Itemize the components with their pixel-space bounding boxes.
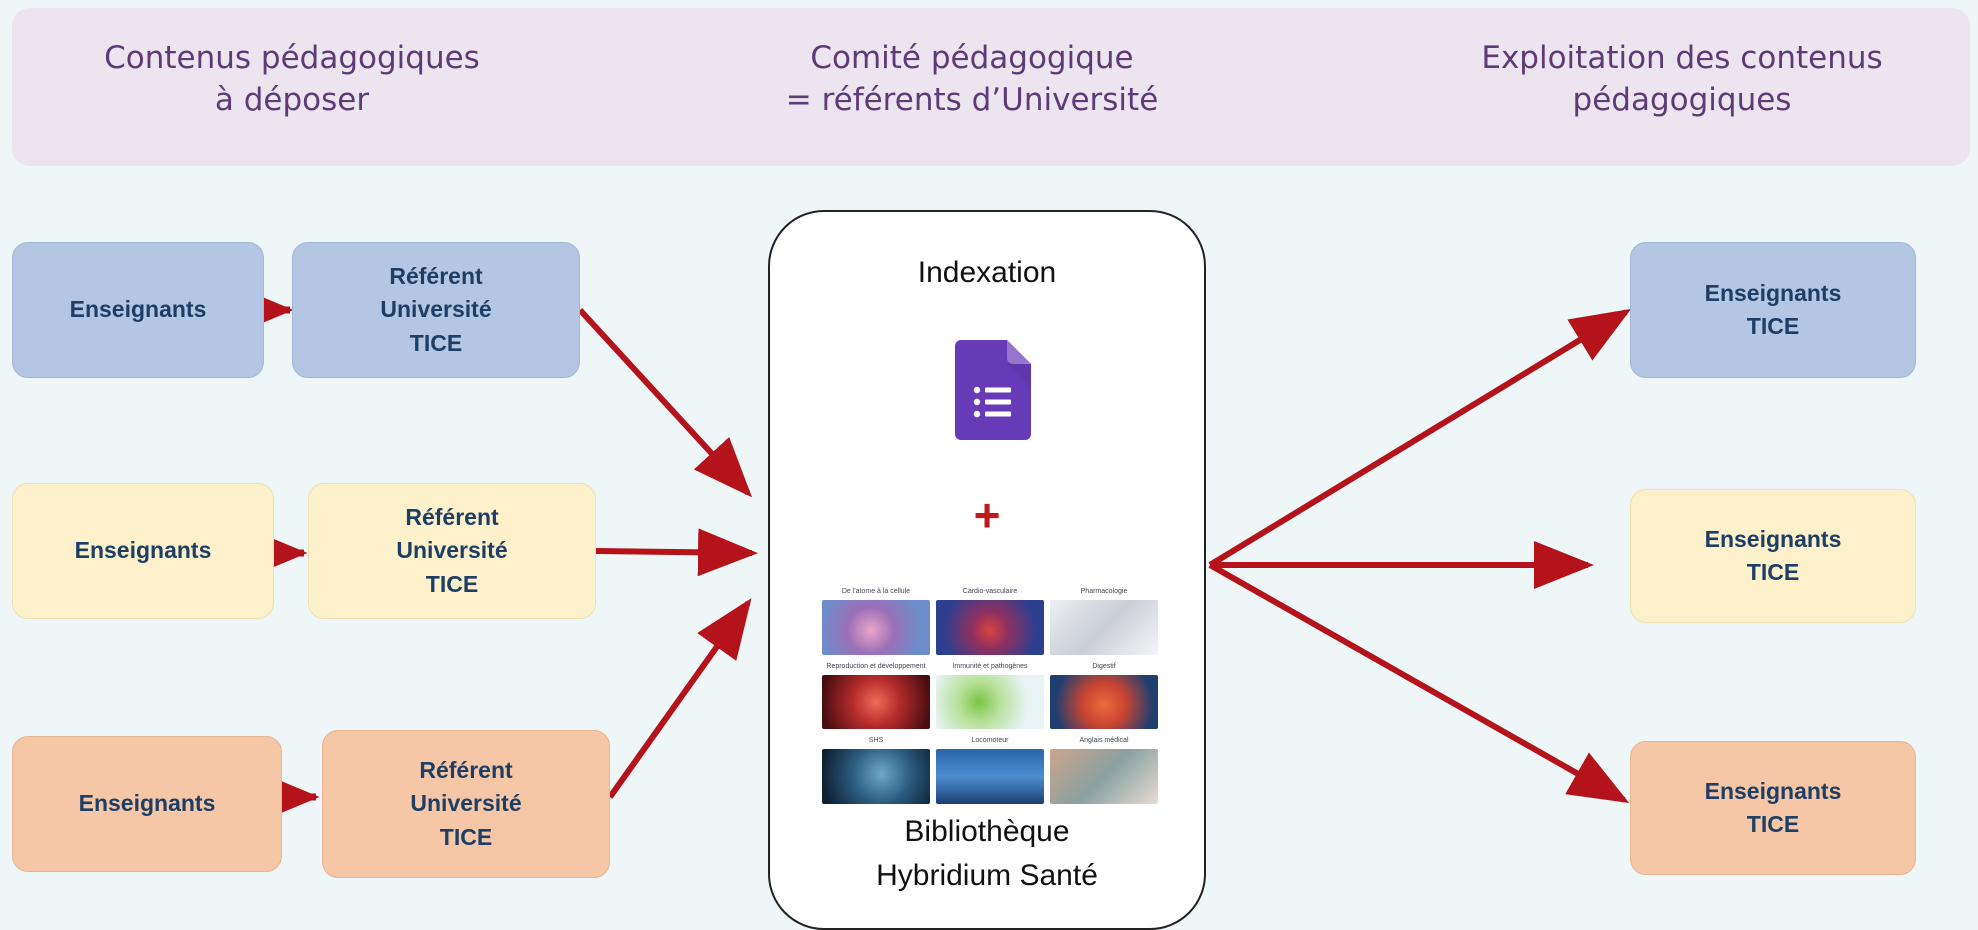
library-tile: Cardio-vasculaire: [936, 584, 1044, 655]
library-tile: Anglais médical: [1050, 733, 1158, 804]
header-deposit-title: Contenus pédagogiques à déposer: [104, 40, 480, 118]
library-tile-image: [822, 674, 930, 730]
arrow-center-to-right3: [1208, 562, 1630, 803]
library-tile-title: SHS: [868, 737, 884, 745]
header-band: Contenus pédagogiques à déposer Comité p…: [12, 8, 1970, 166]
library-tile: De l'atome à la cellule: [822, 584, 930, 655]
enseignants-tice-box-3: Enseignants TICE: [1630, 741, 1916, 875]
library-tile: Reproduction et développement: [822, 659, 930, 730]
indexation-panel: Indexation + De l'atome à la cellule Car…: [768, 210, 1206, 930]
library-tile-title: Pharmacologie: [1080, 588, 1128, 595]
library-tile-image: [1050, 674, 1158, 730]
library-tile-image: [822, 600, 930, 655]
arrow-referent1-to-center: [577, 307, 753, 498]
arrow-referent2-to-center: [595, 528, 758, 577]
arrow-referent3-to-center: [607, 598, 752, 799]
library-tile-title: Digestif: [1092, 662, 1116, 670]
library-tile-image: [936, 600, 1044, 655]
library-name: Bibliothèque Hybridium Santé: [876, 815, 1098, 892]
referent-box-1: Référent Université TICE: [292, 242, 580, 378]
library-tile: Digestif: [1050, 659, 1158, 730]
library-tile-title: De l'atome à la cellule: [841, 588, 911, 595]
library-tile: SHS: [822, 733, 930, 804]
library-tile-image: [936, 674, 1044, 730]
library-tile-title: Anglais médical: [1079, 737, 1129, 745]
library-tile-image: [936, 749, 1044, 804]
header-exploitation-title: Exploitation des contenus pédagogiques: [1481, 40, 1883, 118]
library-tile: Immunité et pathogènes: [936, 659, 1044, 730]
header-committee-title: Comité pédagogique = référents d’Univers…: [785, 40, 1159, 118]
enseignants-box-1: Enseignants: [12, 242, 264, 378]
google-forms-icon: [955, 340, 1031, 440]
enseignants-tice-box-2: Enseignants TICE: [1630, 489, 1916, 623]
library-tile-title: Locomoteur: [971, 737, 1009, 745]
enseignants-box-3: Enseignants: [12, 736, 282, 872]
plus-sign: +: [973, 489, 1001, 541]
indexation-title: Indexation: [917, 256, 1057, 289]
library-tile-title: Cardio-vasculaire: [962, 588, 1018, 595]
library-tile-title: Reproduction et développement: [826, 662, 926, 670]
library-tile-image: [822, 749, 930, 804]
library-tile-title: Immunité et pathogènes: [952, 662, 1028, 670]
referent-box-2: Référent Université TICE: [308, 483, 596, 619]
enseignants-tice-box-1: Enseignants TICE: [1630, 242, 1916, 378]
library-tile: Pharmacologie: [1050, 584, 1158, 655]
library-tile-image: [1050, 600, 1158, 655]
library-tile: Locomoteur: [936, 733, 1044, 804]
enseignants-box-2: Enseignants: [12, 483, 274, 619]
arrow-center-to-right1: [1208, 308, 1632, 568]
library-tile-image: [1050, 749, 1158, 804]
referent-box-3: Référent Université TICE: [322, 730, 610, 878]
library-thumbnail-grid: De l'atome à la cellule Cardio-vasculair…: [822, 584, 1158, 804]
